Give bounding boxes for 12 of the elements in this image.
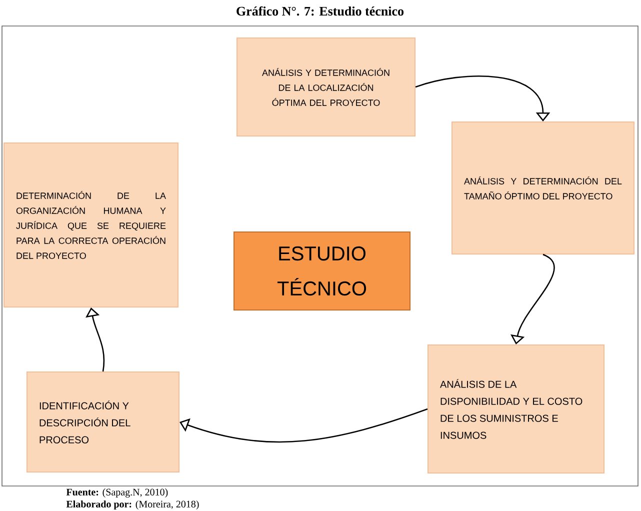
process-box: ANÁLISIS Y DETERMINACIÓN DE LA LOCALIZACIÓN ÓPTIMA DEL PROYECTO [236, 38, 416, 136]
title: Gráfico N°. 7: Estudio técnico [236, 6, 404, 16]
source-note: Elaborado por: (Moreira, 2018) [66, 500, 199, 510]
source-note: Fuente: (Sapag.N, 2010) [66, 488, 168, 498]
curved-arrow [86, 308, 105, 372]
curved-arrow [415, 76, 550, 122]
process-box: DETERMINACIÓN DE LA ORGANIZACIÓN HUMANA Y JURÍDICA QUE SE REQUIERE PARA LA CORRECTA OPERACIÓN DEL PROYECTO [4, 142, 178, 308]
process-box: ANÁLISIS Y DETERMINACIÓN DEL TAMAÑO ÓPTIMO DEL PROYECTO [452, 122, 634, 254]
process-box: IDENTIFICACIÓN Y DESCRIPCIÓN DEL PROCESO [26, 372, 180, 472]
process-box: ANÁLISIS DE LA DISPONIBILIDAD Y EL COSTO DE LOS SUMINISTROS E INSUMOS [428, 344, 604, 474]
center-box: ESTUDIO TÉCNICO [234, 232, 410, 310]
curved-arrow [180, 408, 428, 443]
